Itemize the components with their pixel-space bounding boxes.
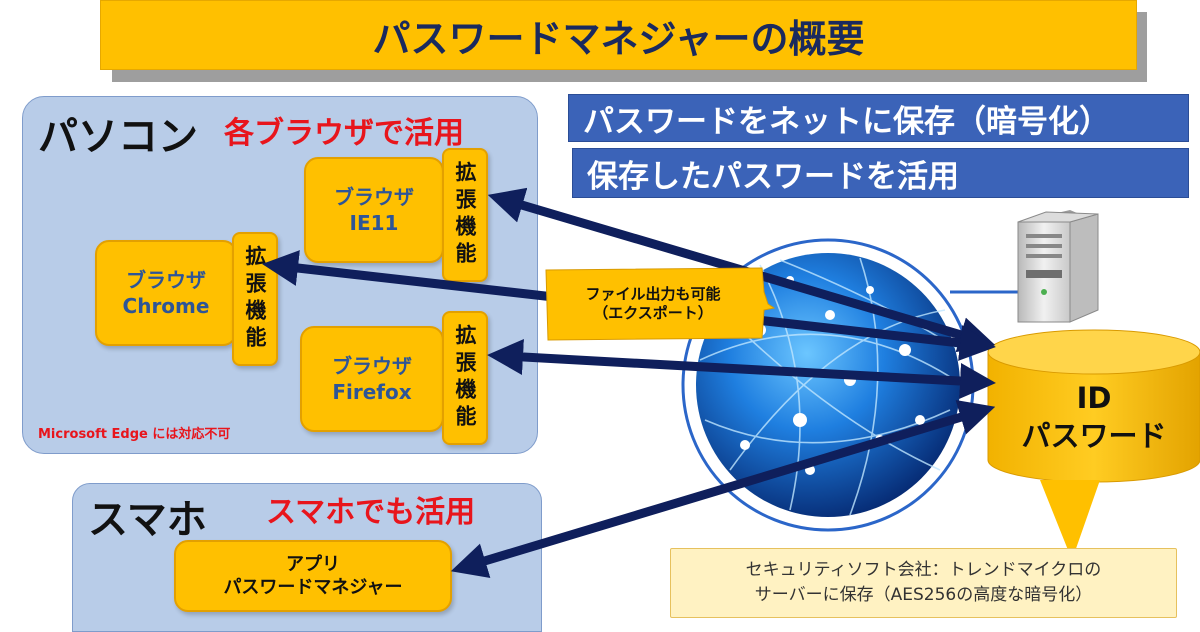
callout-line1: ファイル出力も可能 — [585, 285, 720, 305]
server-icon — [950, 210, 1098, 322]
security-note-line2: サーバーに保存（AES256の高度な暗号化） — [671, 583, 1176, 608]
security-note-line1: セキュリティソフト会社：トレンドマイクロの — [671, 558, 1176, 583]
callout-line2: （エクスポート） — [593, 304, 713, 324]
storage-line2: パスワード — [988, 418, 1200, 456]
security-note: セキュリティソフト会社：トレンドマイクロの サーバーに保存（AES256の高度な… — [670, 548, 1177, 618]
export-callout: ファイル出力も可能 （エクスポート） — [548, 270, 758, 338]
storage-line1: ID — [988, 380, 1200, 418]
storage-label: ID パスワード — [988, 380, 1200, 455]
